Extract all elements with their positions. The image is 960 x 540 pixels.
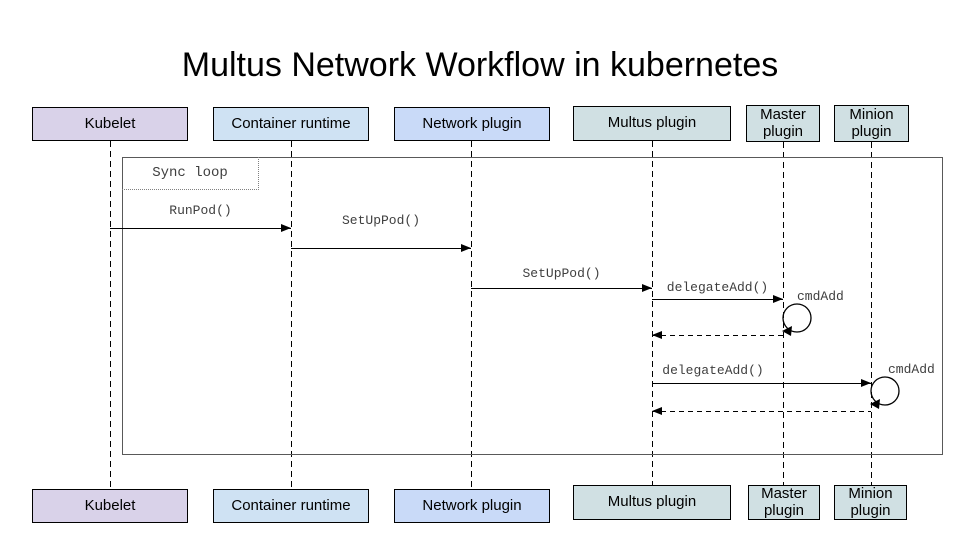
actor-network-plugin-label: Network plugin [422, 114, 522, 132]
actor-kubelet-top: Kubelet [32, 107, 188, 141]
actor-container-runtime-label: Container runtime [231, 496, 351, 514]
sync-loop-label: Sync loop [152, 165, 228, 181]
return-master-line [652, 335, 783, 336]
message-delegateadd1-line [652, 299, 783, 300]
message-runpod-line [110, 228, 291, 229]
diagram-title: Multus Network Workflow in kubernetes [181, 46, 779, 84]
lifeline-kubelet [110, 141, 111, 489]
lifeline-multus-plugin [652, 141, 653, 485]
lifeline-container-runtime [291, 141, 292, 489]
message-runpod-label: RunPod() [169, 203, 232, 218]
actor-multus-plugin-label: Multus plugin [607, 114, 697, 132]
interaction-frame [122, 157, 943, 455]
message-setuppod2-label: SetUpPod() [522, 266, 601, 281]
actor-multus-plugin-bottom: Multus plugin [573, 485, 731, 520]
actor-master-plugin-label: Master plugin [761, 484, 807, 519]
actor-network-plugin-label: Network plugin [422, 496, 522, 514]
actor-container-runtime-label: Container runtime [231, 114, 351, 132]
cmd-add-self-loop-icon [782, 303, 812, 336]
actor-network-plugin-top: Network plugin [394, 107, 550, 141]
arrowhead-icon [652, 331, 662, 339]
actor-kubelet-bottom: Kubelet [32, 489, 188, 523]
actor-container-runtime-top: Container runtime [213, 107, 369, 141]
message-setuppod1-label: SetUpPod() [341, 213, 420, 228]
arrowhead-icon [861, 379, 871, 387]
arrowhead-icon [281, 224, 291, 232]
message-cmdadd1-label: cmdAdd [797, 289, 844, 304]
message-cmdadd2-label: cmdAdd [888, 362, 935, 377]
actor-minion-plugin-label: Minion plugin [848, 484, 893, 519]
lifeline-network-plugin [471, 141, 472, 489]
actor-multus-plugin-label: Multus plugin [607, 493, 697, 511]
arrowhead-icon [652, 407, 662, 415]
message-setuppod1-line [291, 248, 471, 249]
actor-master-plugin-top: Master plugin [746, 105, 820, 142]
actor-minion-plugin-label: Minion plugin [849, 105, 894, 140]
message-delegateadd2-label: delegateAdd() [662, 363, 764, 378]
arrowhead-icon [461, 244, 471, 252]
arrowhead-icon [642, 284, 652, 292]
return-minion-line [652, 411, 871, 412]
actor-multus-plugin-top: Multus plugin [573, 106, 731, 141]
actor-minion-plugin-top: Minion plugin [834, 105, 909, 142]
arrowhead-icon [773, 295, 783, 303]
cmd-add-self-loop-icon [870, 376, 900, 409]
actor-kubelet-label: Kubelet [84, 114, 136, 132]
actor-master-plugin-bottom: Master plugin [748, 485, 820, 520]
sync-loop-label-box: Sync loop [122, 157, 259, 190]
actor-master-plugin-label: Master plugin [760, 105, 806, 140]
actor-container-runtime-bottom: Container runtime [213, 489, 369, 523]
actor-network-plugin-bottom: Network plugin [394, 489, 550, 523]
message-delegateadd2-line [652, 383, 871, 384]
actor-minion-plugin-bottom: Minion plugin [834, 485, 907, 520]
actor-kubelet-label: Kubelet [84, 496, 136, 514]
lifeline-minion-plugin [871, 142, 872, 486]
message-setuppod2-line [471, 288, 652, 289]
message-delegateadd1-label: delegateAdd() [666, 280, 769, 295]
